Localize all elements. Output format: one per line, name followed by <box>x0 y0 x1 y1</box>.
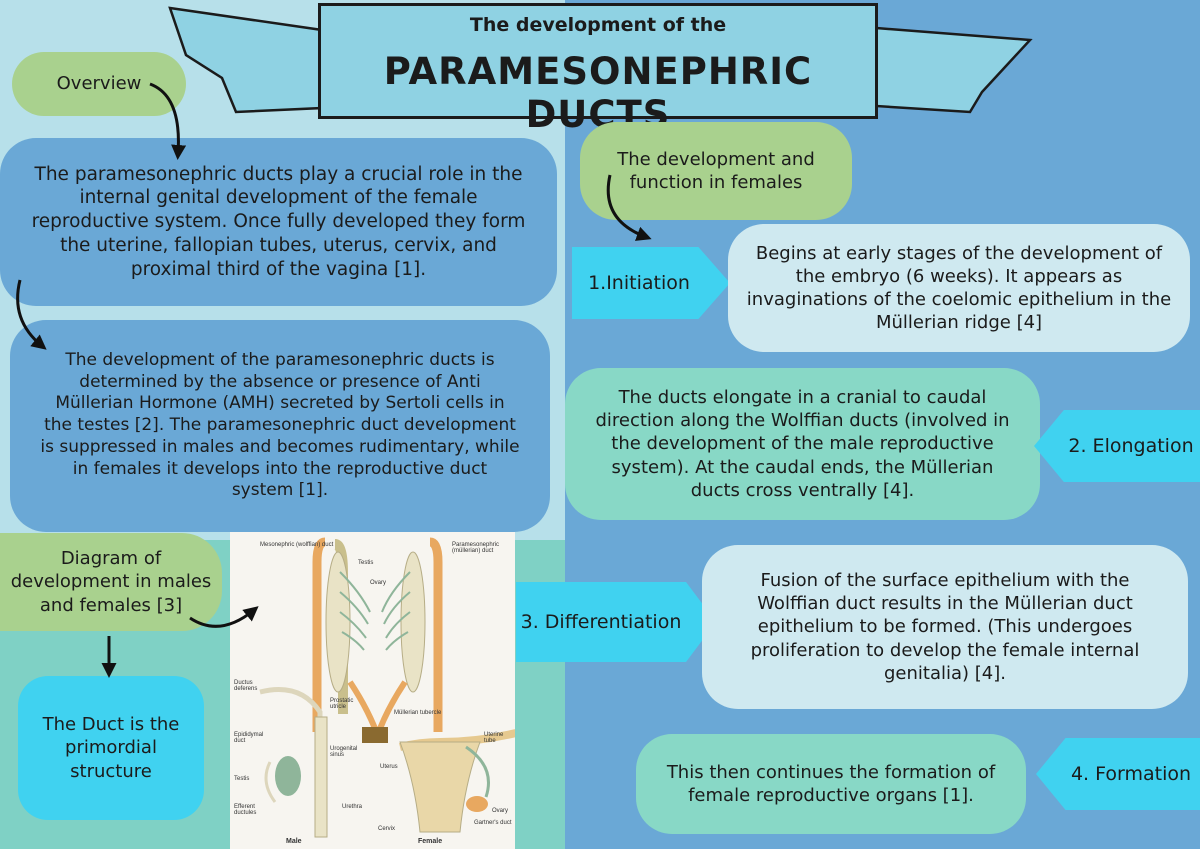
label-mesonephric: Mesonephric (wolffian) duct <box>260 542 334 548</box>
overview-label: Overview <box>12 52 186 116</box>
label-uterine-tube: Uterine tube <box>484 732 504 745</box>
overview-paragraph-2: The development of the paramesonephric d… <box>10 320 550 532</box>
step-elongation-text: The ducts elongate in a cranial to cauda… <box>565 368 1040 520</box>
figure-drawing <box>259 537 515 838</box>
step-formation-text: This then continues the formation of fem… <box>636 734 1026 834</box>
label-efferent-ductules: Efferent ductules <box>234 804 257 817</box>
label-cervix: Cervix <box>378 826 396 832</box>
step-initiation-arrow: 1.Initiation <box>572 247 730 319</box>
label-gartners-duct: Gartner's duct <box>474 820 512 826</box>
label-testis-bottom: Testis <box>234 776 250 782</box>
duct-note: The Duct is the primordial structure <box>18 676 204 820</box>
diagram-label: Diagram of development in males and fema… <box>0 533 222 631</box>
label-paramesonephric: Paramesonephric (müllerian) duct <box>452 542 500 555</box>
label-ovary-top: Ovary <box>370 580 387 586</box>
label-ovary-bottom: Ovary <box>492 808 509 814</box>
label-testis-top: Testis <box>358 560 374 566</box>
label-female: Female <box>418 838 443 845</box>
label-mullerian-tubercle: Müllerian tubercle <box>394 710 442 716</box>
step-differentiation-arrow: 3. Differentiation <box>516 582 716 662</box>
step-differentiation-text: Fusion of the surface epithelium with th… <box>702 545 1188 709</box>
step-differentiation-name: 3. Differentiation <box>520 611 682 633</box>
label-male: Male <box>286 838 302 845</box>
step-formation-arrow: 4. Formation <box>1036 738 1200 810</box>
label-uterus: Uterus <box>380 764 398 770</box>
step-formation-name: 4. Formation <box>1070 763 1192 785</box>
step-elongation-name: 2. Elongation <box>1068 435 1194 457</box>
duct-development-figure: Mesonephric (wolffian) duct Testis Param… <box>230 532 515 849</box>
step-elongation-arrow: 2. Elongation <box>1034 410 1200 482</box>
label-urogenital-sinus: Urogenital sinus <box>330 746 358 759</box>
females-section-label: The development and function in females <box>580 122 852 220</box>
title-banner <box>318 3 878 119</box>
label-prostatic-utricle: Prostatic utricle <box>330 698 354 711</box>
label-ductus-deferens: Ductus deferens <box>234 680 258 693</box>
step-initiation-text: Begins at early stages of the developmen… <box>728 224 1190 352</box>
title-small: The development of the <box>469 14 727 36</box>
step-initiation-name: 1.Initiation <box>588 272 690 294</box>
overview-paragraph-1: The paramesonephric ducts play a crucial… <box>0 138 557 306</box>
label-urethra: Urethra <box>342 804 363 810</box>
banner-ribbon <box>168 6 1033 114</box>
label-epididymal-duct: Epididymal duct <box>234 732 264 745</box>
